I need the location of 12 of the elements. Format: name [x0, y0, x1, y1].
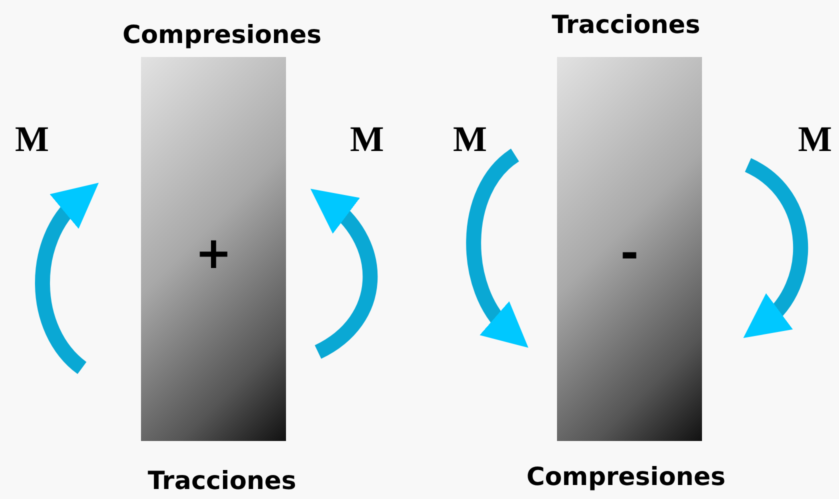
stress-label: Tracciones	[552, 10, 700, 39]
beam-section	[141, 57, 286, 441]
stress-label: Tracciones	[148, 466, 296, 495]
moment-label: M	[798, 118, 832, 160]
stress-label: Compresiones	[122, 20, 322, 49]
beam-section	[557, 57, 702, 441]
stress-label: Compresiones	[526, 462, 726, 491]
moment-label: M	[453, 118, 487, 160]
moment-label: M	[15, 118, 49, 160]
sign-label: -	[619, 232, 640, 276]
sign-label: +	[194, 232, 233, 276]
moment-label: M	[350, 118, 384, 160]
